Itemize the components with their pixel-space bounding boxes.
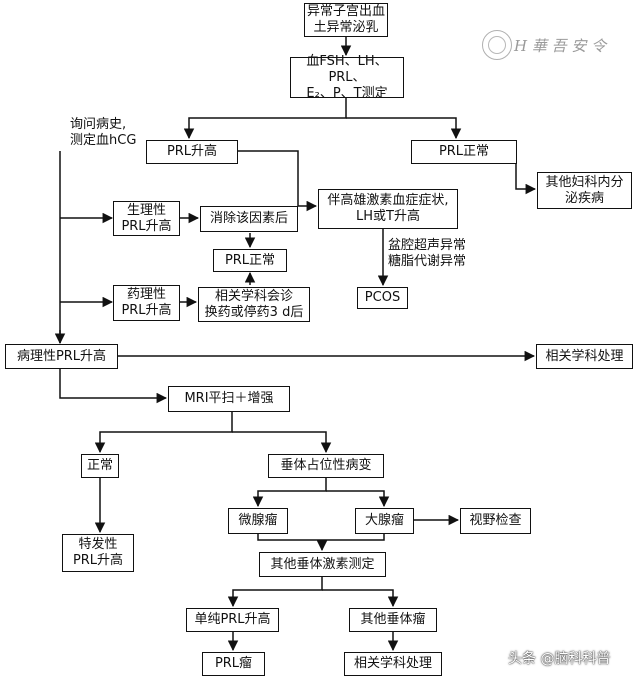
node-hyperandrogenism[interactable]: 伴高雄激素血症症状, LH或T升高 — [318, 189, 458, 229]
node-other-endocrine[interactable]: 其他妇科内分 泌疾病 — [537, 172, 632, 209]
node-eliminate-factor[interactable]: 消除该因素后 — [200, 206, 298, 232]
label-history-hcg: 询问病史, 测定血hCG — [70, 117, 137, 148]
node-simple-prl-high[interactable]: 单纯PRL升高 — [186, 608, 279, 632]
node-idiopathic[interactable]: 特发性 PRL升高 — [62, 534, 134, 572]
node-mri[interactable]: MRI平扫＋增强 — [168, 386, 290, 412]
node-prl-high[interactable]: PRL升高 — [146, 140, 238, 164]
arrow-tests-to-prl-high — [183, 98, 347, 140]
node-other-pituitary-hormones[interactable]: 其他垂体激素测定 — [259, 552, 386, 577]
node-abnormal-bleeding[interactable]: 异常子宫出血 土异常泌乳 — [304, 3, 388, 37]
node-prl-normal[interactable]: PRL正常 — [411, 140, 517, 164]
arrow-prl-high-to-hyperandrogen — [238, 150, 318, 212]
arrow-tests-to-prl-normal — [346, 117, 462, 140]
arrow-hormones-to-other-tumor — [322, 589, 399, 608]
node-related-dept-2[interactable]: 相关学科处理 — [344, 652, 442, 676]
node-physiological[interactable]: 生理性 PRL升高 — [113, 201, 180, 236]
node-pathological[interactable]: 病理性PRL升高 — [5, 344, 118, 369]
node-related-dept-1[interactable]: 相关学科处理 — [536, 344, 633, 369]
node-drug-induced[interactable]: 药理性 PRL升高 — [113, 285, 180, 321]
node-prl-normal-2[interactable]: PRL正常 — [213, 249, 287, 272]
node-prolactinoma[interactable]: PRL瘤 — [202, 652, 265, 676]
arrow-prl-normal-to-other-endocrine — [515, 151, 537, 195]
arrow-lesion-to-micro — [252, 478, 327, 508]
arrow-pathological-to-mri — [59, 369, 168, 404]
arrow-hormones-to-simple — [227, 577, 323, 608]
node-pituitary-lesion[interactable]: 垂体占位性病变 — [268, 454, 384, 478]
node-other-pituitary-tumor[interactable]: 其他垂体瘤 — [349, 608, 437, 632]
node-mri-normal[interactable]: 正常 — [81, 454, 119, 478]
node-hormone-tests[interactable]: 血FSH、LH、PRL、 E₂、P、T测定 — [290, 54, 404, 101]
label-pelvic-ultrasound: 盆腔超声异常 糖脂代谢异常 — [388, 238, 467, 269]
watermark-text: H 華 吾 安 令 — [514, 37, 607, 55]
arrow-mri-to-normal — [94, 412, 233, 454]
node-macroadenoma[interactable]: 大腺瘤 — [355, 508, 414, 534]
node-consult[interactable]: 相关学科会诊 换药或停药3 d后 — [198, 287, 310, 322]
watermark-seal-icon — [482, 30, 512, 60]
arrow-mri-to-lesion — [232, 431, 332, 454]
watermark-credit: 头条 @脑科科普 — [508, 651, 611, 667]
node-pcos[interactable]: PCOS — [357, 287, 408, 309]
arrow-lesion-to-macro — [326, 490, 390, 508]
node-microadenoma[interactable]: 微腺瘤 — [228, 508, 288, 534]
connector-micro-macro-join — [257, 534, 385, 541]
node-visual-field[interactable]: 视野检查 — [460, 508, 531, 534]
